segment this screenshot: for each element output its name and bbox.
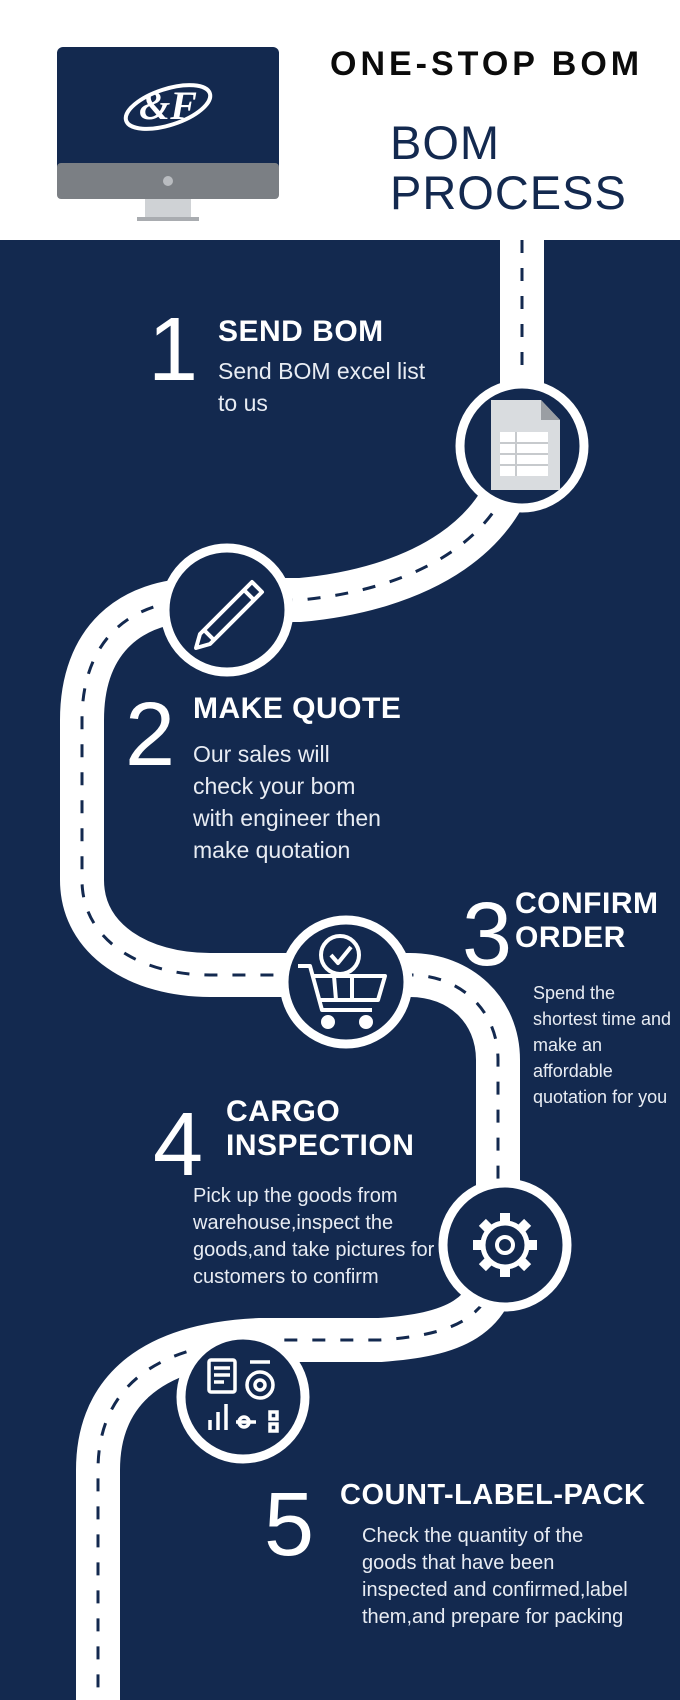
spreadsheet-icon xyxy=(491,400,560,490)
step-4-description: Pick up the goods from warehouse,inspect… xyxy=(193,1185,435,1288)
step-2-number: 2 xyxy=(125,685,176,785)
step-2-title: MAKE QUOTE xyxy=(193,692,402,725)
page-title: BOM PROCESS xyxy=(390,118,627,218)
step-3-title-line-2: ORDER xyxy=(515,921,626,954)
step-3-number: 3 xyxy=(462,885,513,985)
step-5-icon-circle xyxy=(176,1330,310,1464)
step-5-number: 5 xyxy=(264,1475,315,1575)
step-1-number: 1 xyxy=(148,300,199,400)
page-title-line-1: BOM xyxy=(390,116,501,169)
step-4-title-line-2: INSPECTION xyxy=(226,1129,415,1162)
step-5-title: COUNT-LABEL-PACK xyxy=(340,1479,646,1511)
step-4-number: 4 xyxy=(153,1095,204,1195)
svg-text:&F: &F xyxy=(139,83,197,128)
step-3-icon-circle xyxy=(279,915,413,1049)
brand-title: ONE-STOP BOM xyxy=(330,45,644,83)
step-3-title-line-1: CONFIRM xyxy=(515,887,659,920)
step-1-description: Send BOM excel list to us xyxy=(218,358,426,416)
step-2-description: Our sales will check your bom with engin… xyxy=(193,741,381,863)
step-1-title: SEND BOM xyxy=(218,315,384,348)
monitor-logo-icon: &F xyxy=(57,47,279,221)
step-3-description: Spend the shortest time and make an affo… xyxy=(533,983,672,1107)
step-4-title: CARGO INSPECTION xyxy=(226,1095,414,1163)
gear-icon xyxy=(473,1213,537,1277)
pencil-icon xyxy=(194,580,264,650)
step-4-title-line-1: CARGO xyxy=(226,1095,341,1128)
analytics-icon xyxy=(207,1358,279,1433)
step-2-icon-circle xyxy=(160,543,294,677)
page-title-line-2: PROCESS xyxy=(390,166,627,219)
step-3-title: CONFIRM ORDER xyxy=(515,887,658,955)
shopping-cart-icon xyxy=(298,934,387,1029)
step-1-icon-circle xyxy=(455,379,589,513)
step-4-icon-circle xyxy=(438,1178,572,1312)
step-5-description: Check the quantity of the goods that hav… xyxy=(362,1525,628,1628)
